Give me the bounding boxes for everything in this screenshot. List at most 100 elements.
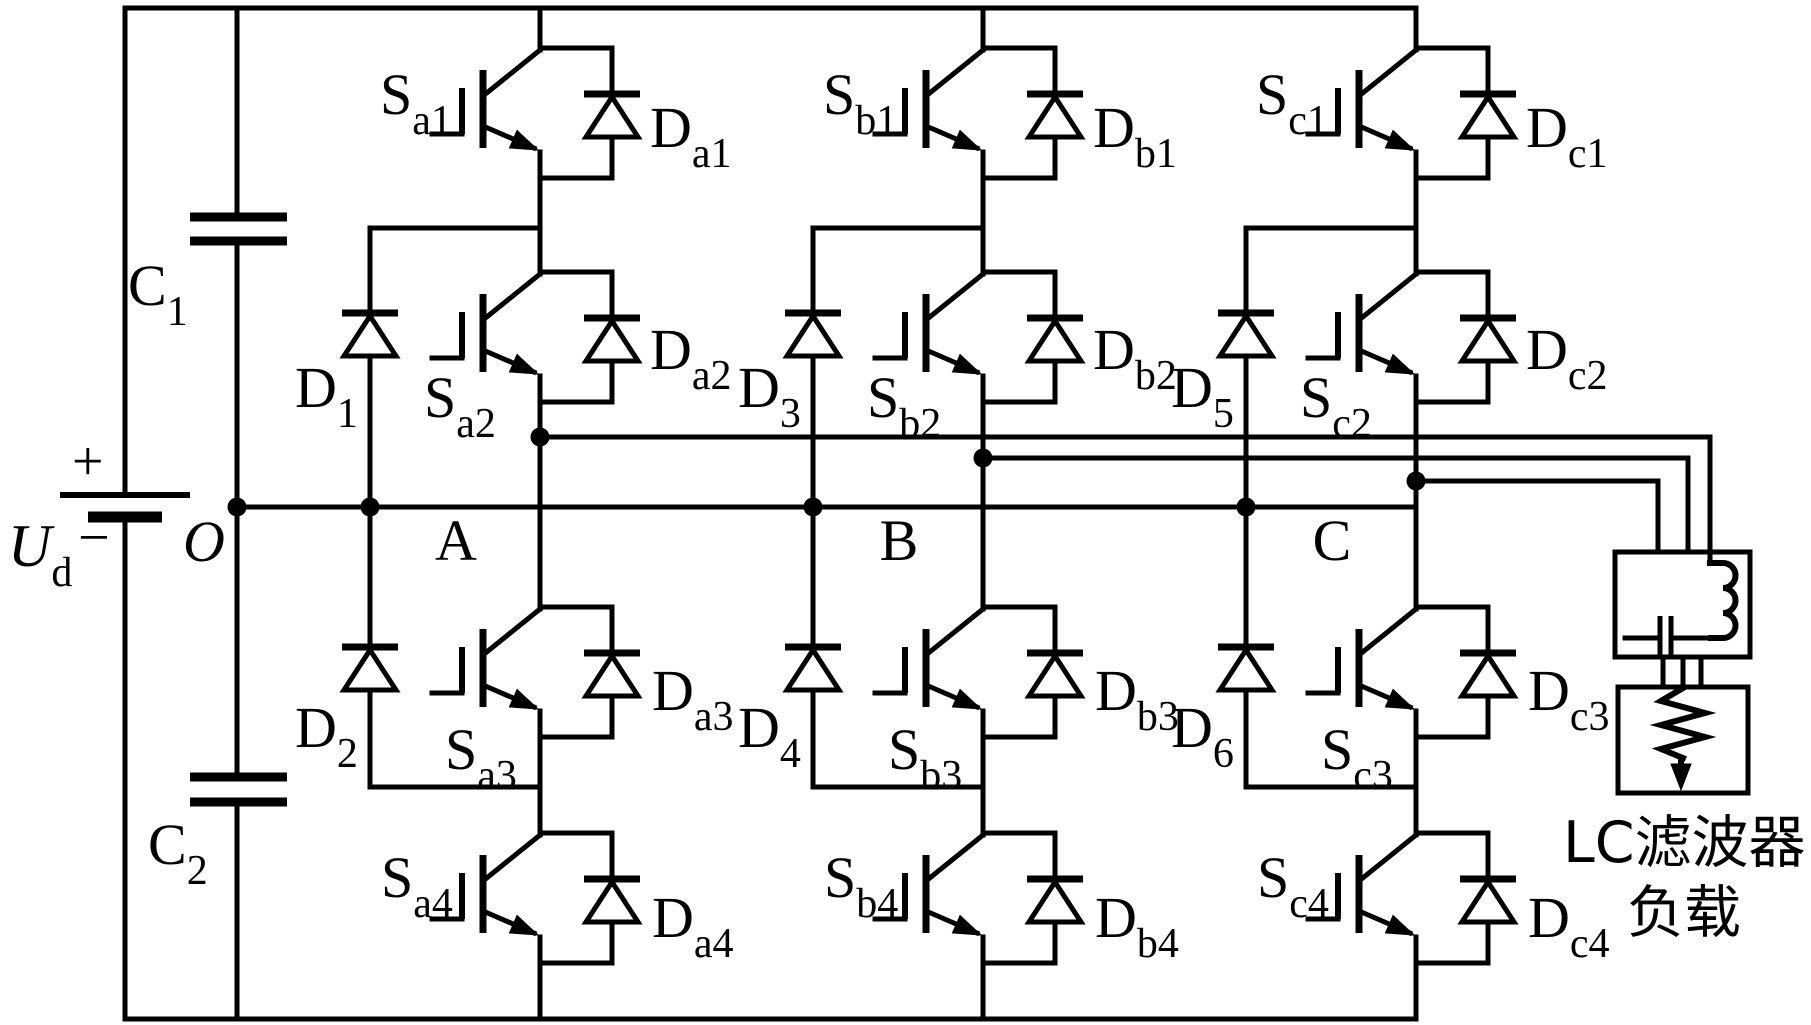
igbt-c4-emitter-arrow — [1384, 914, 1416, 936]
label-db3: Db3 — [1095, 658, 1179, 740]
label-sa1: Sa1 — [380, 62, 452, 144]
label-db1-sub: b1 — [1135, 131, 1177, 177]
label-sa2-main: S — [424, 365, 456, 430]
label-da1: Da1 — [650, 95, 732, 177]
freewheel-diode-b3-triangle — [1024, 651, 1086, 699]
label-plus: + — [72, 431, 104, 493]
label-sa3: Sa3 — [445, 717, 517, 799]
label-clamp-d1: D1 — [295, 355, 358, 437]
label-clamp-d1-main: D — [295, 355, 337, 420]
label-da2: Da2 — [650, 317, 732, 399]
label-da3-sub: a3 — [694, 694, 734, 740]
label-phase-b-main: B — [880, 508, 919, 573]
igbt-a2-emitter-arrow — [508, 353, 540, 375]
phase-a-output-node-dot — [530, 427, 550, 447]
label-db2-sub: b2 — [1135, 353, 1177, 399]
igbt-c2-emitter-arrow — [1384, 353, 1416, 375]
label-clamp-d6: D6 — [1171, 695, 1234, 777]
label-c2-main: C — [148, 812, 187, 877]
freewheel-diode-a1-triangle — [581, 92, 643, 140]
label-clamp-d1-sub: 1 — [337, 391, 358, 437]
igbt-b1-collector-line — [922, 46, 987, 100]
label-o-main: O — [183, 509, 225, 574]
igbt-a4-collector-line — [479, 831, 544, 885]
label-phase-b: B — [880, 508, 919, 573]
label-db1-main: D — [1093, 95, 1135, 160]
label-sc3-sub: c3 — [1353, 753, 1393, 799]
label-sc4-main: S — [1257, 845, 1289, 910]
label-sc2: Sc2 — [1300, 365, 1372, 447]
label-da4-main: D — [652, 885, 694, 950]
label-db4: Db4 — [1095, 885, 1179, 967]
label-da2-main: D — [650, 317, 692, 382]
freewheel-diode-b1-triangle — [1024, 92, 1086, 140]
label-clamp-d2-sub: 2 — [337, 731, 358, 777]
clamp-diode-3-triangle — [782, 311, 844, 359]
label-sb2: Sb2 — [867, 365, 941, 447]
label-db3-sub: b3 — [1137, 694, 1179, 740]
label-da3-main: D — [652, 658, 694, 723]
label-clamp-d2: D2 — [295, 695, 358, 777]
igbt-b2-collector-line — [922, 270, 987, 324]
filter-inductor-coil — [1707, 560, 1739, 641]
label-sc4: Sc4 — [1257, 845, 1329, 927]
igbt-b2-emitter-arrow — [951, 353, 983, 375]
label-dc1-sub: c1 — [1568, 131, 1608, 177]
label-clamp-d5-main: D — [1171, 355, 1213, 420]
label-db2-main: D — [1093, 317, 1135, 382]
label-load: 负载 — [1627, 880, 1741, 946]
label-da4: Da4 — [652, 885, 734, 967]
clamp-diode-1-triangle — [339, 311, 401, 359]
igbt-c1-emitter-arrow — [1384, 129, 1416, 151]
label-c1-main: C — [128, 253, 167, 318]
freewheel-diode-a4-triangle — [581, 877, 643, 925]
label-clamp-d4-main: D — [738, 695, 780, 760]
label-sa4-sub: a4 — [413, 881, 453, 927]
igbt-b3-collector-line — [922, 605, 987, 659]
igbt-a1-collector-line — [479, 46, 544, 100]
label-sb1-main: S — [823, 62, 855, 127]
label-ud: Ud — [8, 513, 72, 596]
label-minus-main: − — [78, 507, 110, 569]
label-sa1-main: S — [380, 62, 412, 127]
label-sb1-sub: b1 — [855, 98, 897, 144]
label-db2: Db2 — [1093, 317, 1177, 399]
label-sa4: Sa4 — [381, 845, 453, 927]
label-layer: Sa1Sa2Sa3Sa4Da1Da2Da3Da4D1D2ASb1Sb2Sb3Sb… — [8, 62, 1806, 967]
igbt-c4-collector-line — [1355, 831, 1420, 885]
label-da1-sub: a1 — [692, 131, 732, 177]
phase-c-output-node-dot — [1406, 471, 1426, 491]
label-db4-sub: b4 — [1137, 921, 1179, 967]
label-c1-sub: 1 — [167, 289, 188, 335]
freewheel-diode-c2-triangle — [1457, 316, 1519, 364]
igbt-b4-emitter-arrow — [951, 914, 983, 936]
igbt-a3-emitter-arrow — [508, 688, 540, 710]
label-sa2: Sa2 — [424, 365, 496, 447]
label-da3: Da3 — [652, 658, 734, 740]
label-dc1: Dc1 — [1526, 95, 1608, 177]
phase-b-clamp-neutral-dot — [803, 497, 823, 517]
neutral-junction-dot — [227, 497, 247, 517]
label-c2: C2 — [148, 812, 208, 894]
component-layer — [60, 70, 1692, 936]
label-db4-main: D — [1095, 885, 1137, 950]
label-sb4-sub: b4 — [856, 881, 898, 927]
label-dc1-main: D — [1526, 95, 1568, 160]
label-dc3-main: D — [1528, 658, 1570, 723]
freewheel-diode-a2-triangle — [581, 316, 643, 364]
freewheel-diode-b2-triangle — [1024, 316, 1086, 364]
label-sc3-main: S — [1321, 717, 1353, 782]
label-lc-filter: LC滤波器 — [1563, 810, 1806, 876]
label-clamp-d2-main: D — [295, 695, 337, 760]
label-dc3: Dc3 — [1528, 658, 1610, 740]
label-c1: C1 — [128, 253, 188, 335]
label-clamp-d3-sub: 3 — [780, 391, 801, 437]
freewheel-diode-b4-triangle — [1024, 877, 1086, 925]
clamp-diode-4-triangle — [782, 645, 844, 693]
load-arrow-head — [1670, 763, 1692, 792]
clamp-diode-2-triangle — [339, 645, 401, 693]
label-dc3-sub: c3 — [1570, 694, 1610, 740]
label-clamp-d6-sub: 6 — [1213, 731, 1234, 777]
label-sa3-sub: a3 — [477, 753, 517, 799]
